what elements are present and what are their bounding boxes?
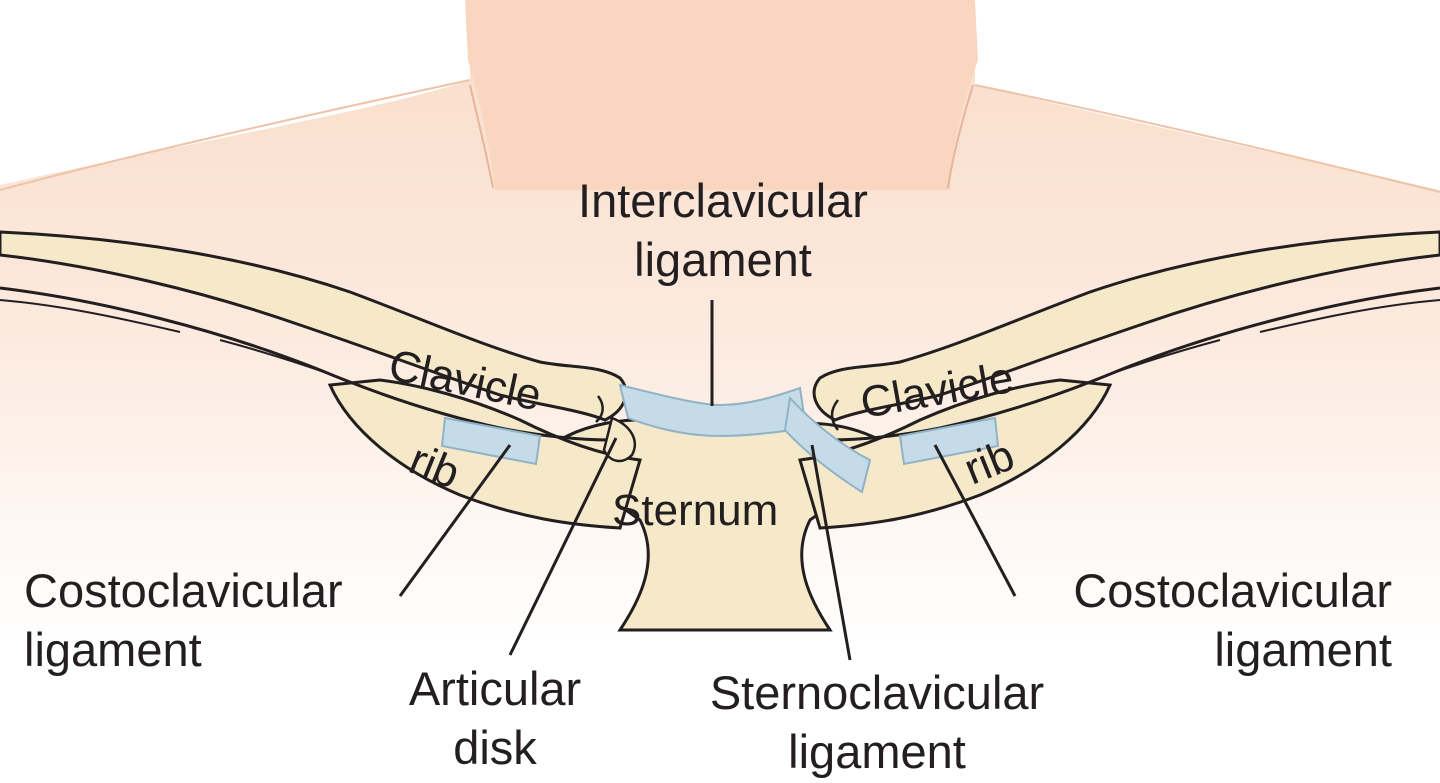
shoulder-left-line [0,79,471,191]
label-interclavicular-ligament: Interclavicular ligament [578,174,868,286]
costoclavicular-ligament-right-band [898,416,1000,466]
neck [465,0,978,190]
sternoclavicular-ligament-band [783,395,872,494]
clavicle-right-lower [829,286,1440,442]
label-costoclavicular-ligament-right: Costoclavicular ligament [1073,564,1392,676]
leader-costoclavicular-right [933,444,1017,597]
label-sternum: Sternum [612,486,779,535]
label-costoclavicular-ligament-left: Costoclavicular ligament [24,564,343,676]
neck-left-line [469,84,494,189]
clavicle-right-shape [812,230,1440,422]
skin-shoulders [0,0,1440,640]
leader-articular-disk [508,437,618,656]
costoclavicular-ligament-left-band [440,416,542,466]
label-sternoclavicular-ligament: Sternoclavicular ligament [709,666,1045,778]
leader-costoclavicular-left [398,444,512,597]
leader-sternoclavicular [810,444,852,661]
neck-right-line [947,84,974,189]
clavicle-left-lower [0,286,611,442]
interclavicular-ligament-band [618,383,808,438]
label-articular-disk: Articular disk [408,662,582,774]
shoulder-right-line [974,84,1440,193]
